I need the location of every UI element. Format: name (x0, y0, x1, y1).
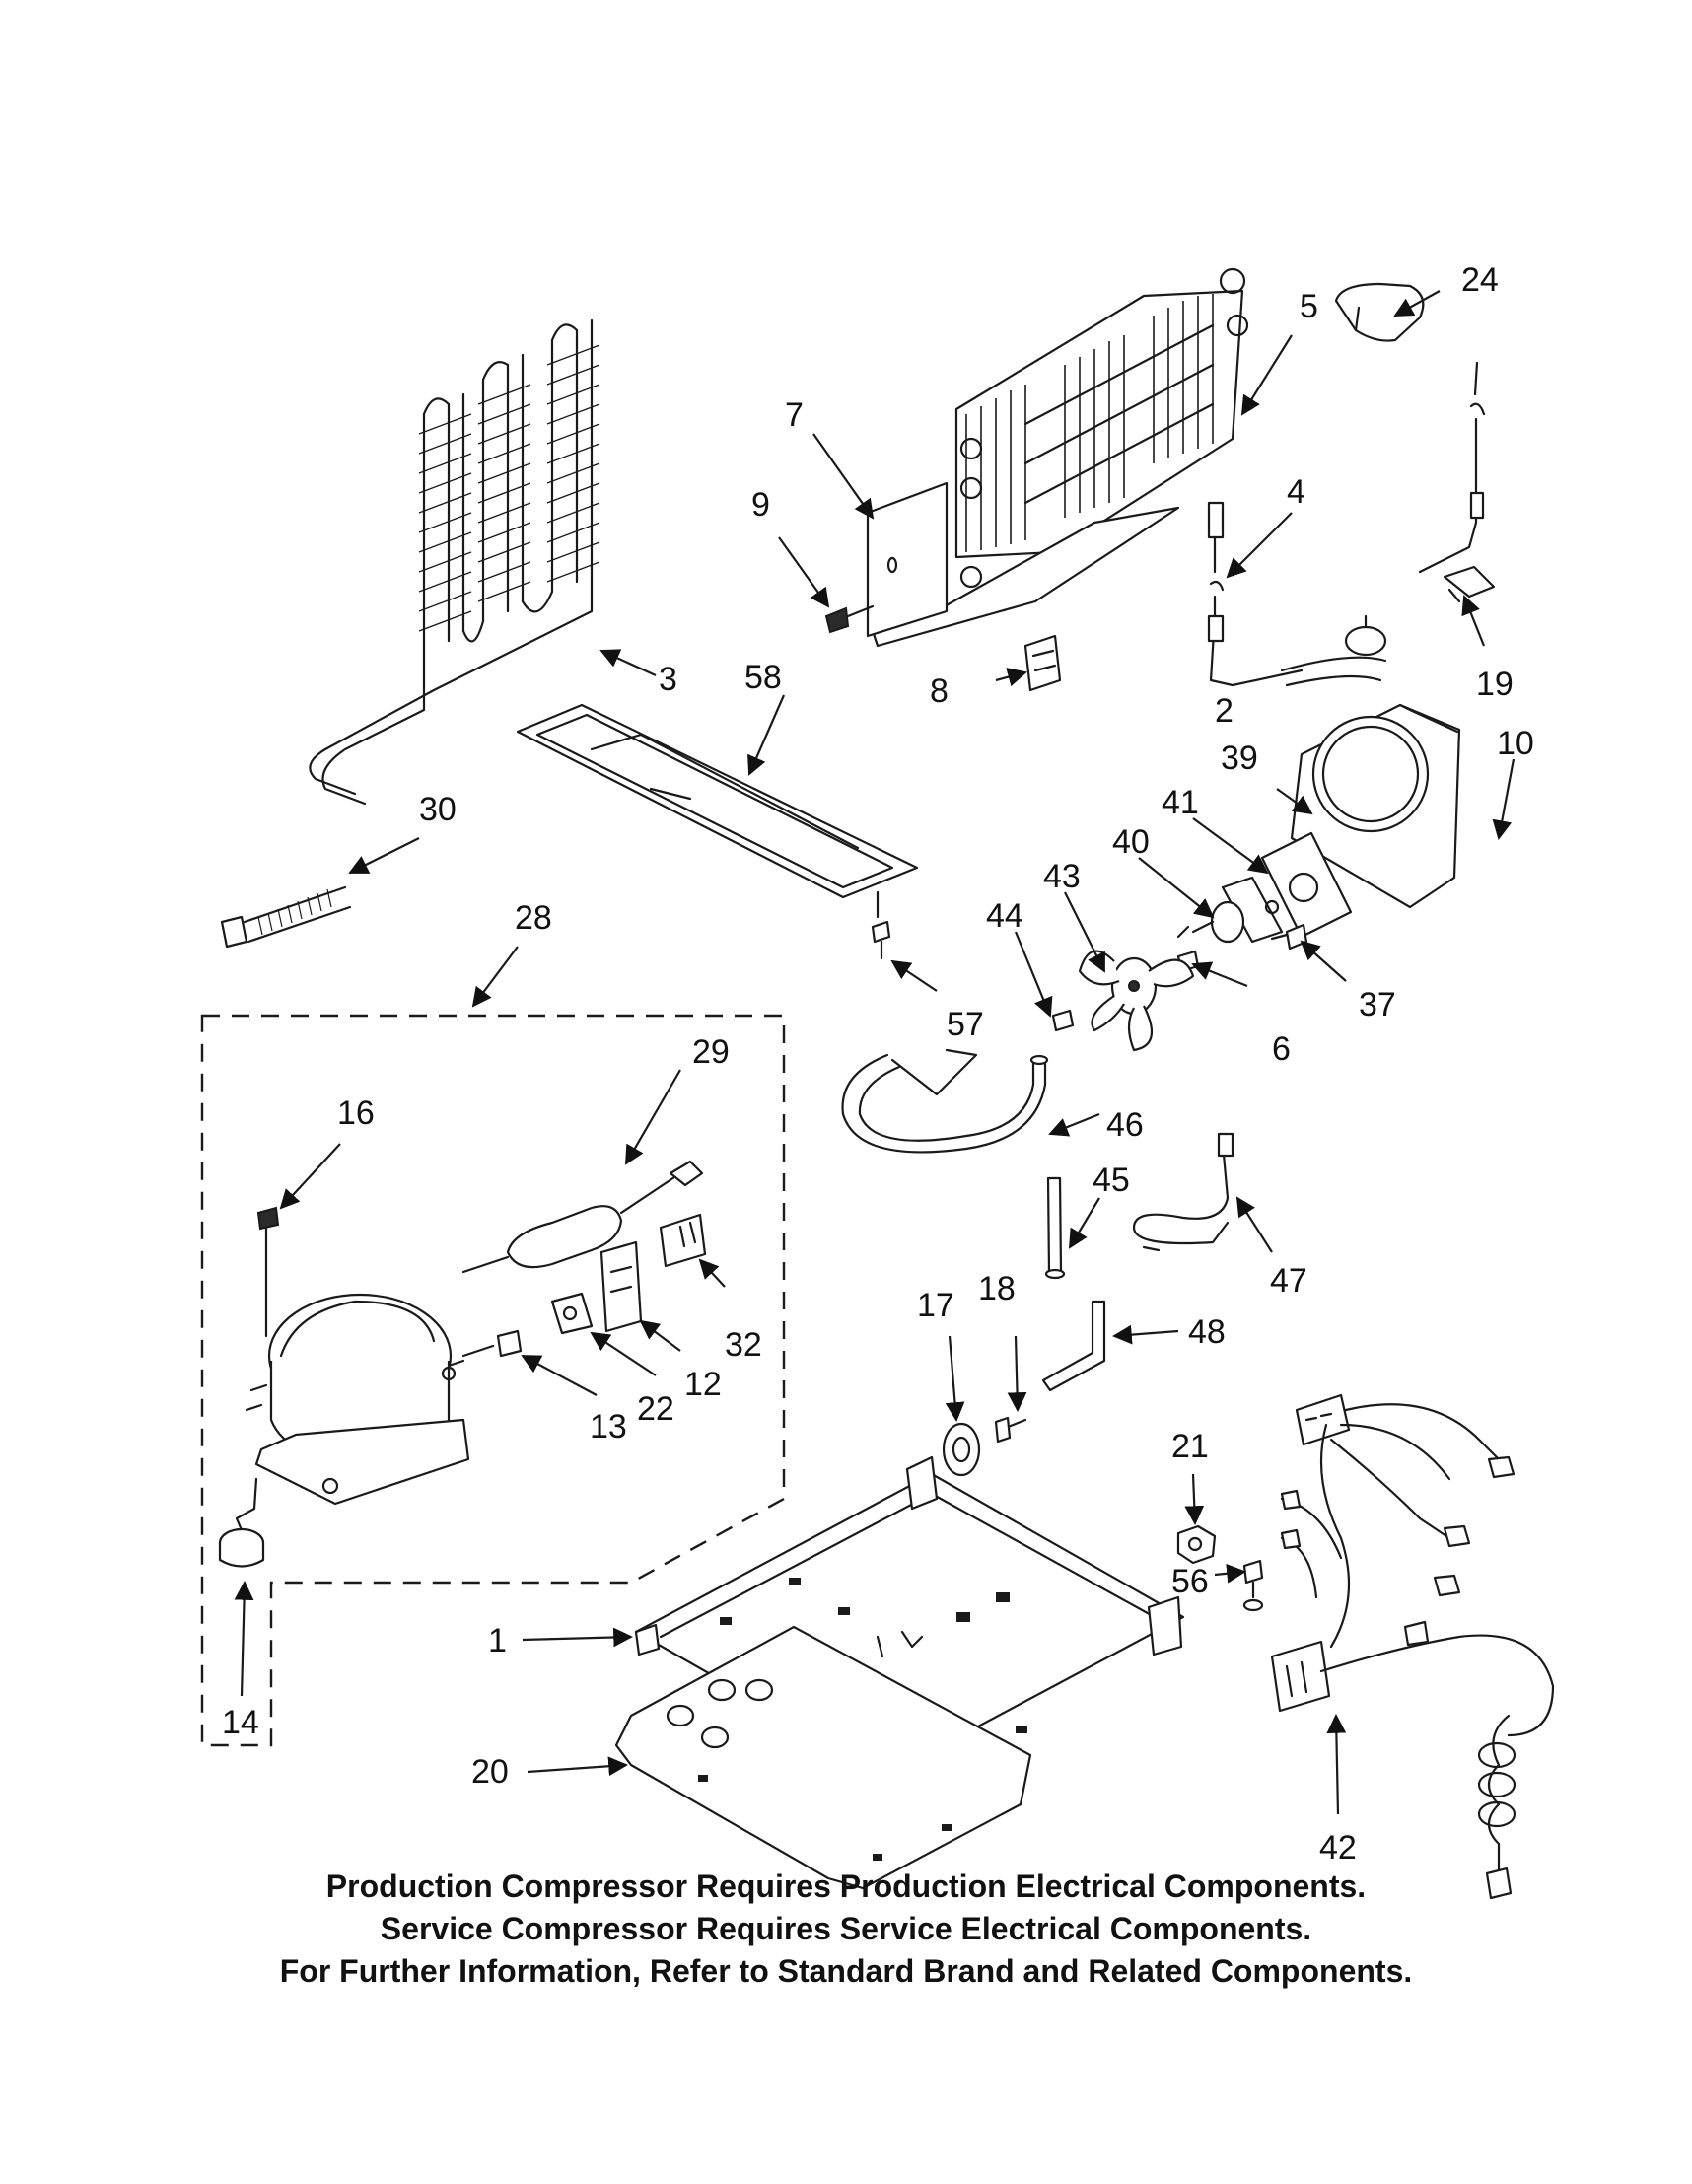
part-label-43: 43 (1043, 858, 1081, 895)
part-label-37: 37 (1359, 986, 1396, 1023)
wire-tie (220, 885, 352, 949)
footnote-line-1: Production Compressor Requires Productio… (325, 1868, 1367, 1904)
part-label-32: 32 (725, 1326, 762, 1364)
grommet-14 (218, 1477, 265, 1568)
roller-17 (942, 1422, 981, 1477)
fan-shroud (1290, 703, 1461, 909)
clip-19 (1443, 565, 1496, 603)
compressor (245, 1293, 470, 1506)
part-label-17: 17 (917, 1287, 954, 1324)
part-label-48: 48 (1188, 1313, 1226, 1351)
evaporator-coil (866, 267, 1249, 648)
part-label-19: 19 (1476, 666, 1514, 703)
part-label-1: 1 (488, 1622, 507, 1659)
part-label-47: 47 (1270, 1262, 1307, 1300)
capacitor-32 (659, 1213, 707, 1268)
part-label-28: 28 (515, 899, 552, 937)
drain-hose-47 (1132, 1132, 1234, 1252)
leader-lines (234, 290, 1516, 1815)
nut-21 (1176, 1524, 1217, 1565)
part-label-8: 8 (930, 672, 949, 710)
bracket-12 (599, 1240, 643, 1333)
defrost-harness (1207, 501, 1387, 687)
footnote-line-3: For Further Information, Refer to Standa… (279, 1953, 1413, 1989)
part-label-21: 21 (1171, 1428, 1209, 1465)
part-label-12: 12 (684, 1366, 722, 1403)
part-label-41: 41 (1162, 784, 1199, 821)
part-label-39: 39 (1221, 740, 1258, 777)
part-label-42: 42 (1319, 1829, 1357, 1867)
drain-tube-46 (841, 1048, 1049, 1154)
part-label-9: 9 (751, 486, 770, 524)
drier-29 (461, 1160, 704, 1274)
part-label-13: 13 (590, 1408, 627, 1445)
sensor-wire-24 (1334, 282, 1486, 574)
footnote-line-2: Service Compressor Requires Service Elec… (380, 1911, 1312, 1946)
condenser-coil (309, 318, 600, 806)
part-label-14: 14 (222, 1704, 259, 1741)
callout-labels: 1 2 3 4 5 6 7 8 9 10 12 13 14 16 17 18 1… (222, 261, 1534, 1867)
fan-motor (1176, 876, 1284, 944)
part-label-5: 5 (1300, 288, 1318, 325)
part-label-44: 44 (986, 897, 1023, 935)
screw-57 (871, 920, 891, 960)
part-label-22: 22 (637, 1390, 674, 1428)
spacer-44 (1051, 1009, 1075, 1032)
relay-13 (461, 1329, 523, 1358)
part-label-30: 30 (419, 791, 457, 828)
part-label-4: 4 (1287, 473, 1305, 511)
overload-22 (550, 1292, 594, 1335)
tube-48 (1041, 1300, 1106, 1392)
part-label-3: 3 (659, 661, 677, 698)
compressor-screw-16 (256, 1206, 280, 1338)
part-label-16: 16 (337, 1094, 375, 1132)
part-label-6: 6 (1272, 1030, 1291, 1068)
service-group-box (200, 1014, 786, 1747)
base-panel (614, 1625, 1032, 1890)
part-label-46: 46 (1106, 1106, 1144, 1144)
part-label-20: 20 (471, 1753, 509, 1791)
screw-9 (824, 604, 875, 634)
part-label-18: 18 (978, 1270, 1016, 1307)
part-label-10: 10 (1497, 725, 1534, 762)
motor-gasket (1260, 831, 1353, 939)
wire-harness (1270, 1393, 1555, 1900)
drain-pan (516, 703, 919, 919)
screw-18 (994, 1416, 1027, 1444)
clip-8 (1023, 634, 1062, 692)
part-label-7: 7 (785, 396, 804, 434)
part-label-2: 2 (1215, 692, 1234, 730)
tube-45 (1044, 1176, 1066, 1280)
part-label-58: 58 (744, 659, 782, 696)
part-label-29: 29 (692, 1033, 730, 1071)
part-label-56: 56 (1171, 1563, 1209, 1600)
part-label-45: 45 (1093, 1162, 1130, 1199)
part-label-24: 24 (1461, 261, 1499, 299)
part-label-40: 40 (1112, 823, 1150, 861)
screw-56 (1242, 1559, 1264, 1612)
part-label-57: 57 (947, 1006, 984, 1043)
fan-blade (1078, 950, 1195, 1052)
